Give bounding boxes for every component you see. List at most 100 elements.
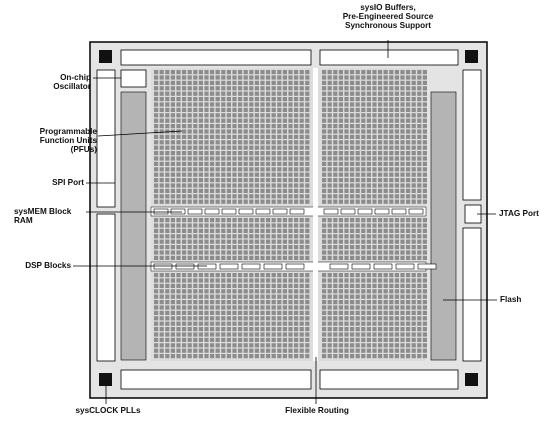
pfu-cell (361, 278, 366, 283)
pfu-cell (154, 178, 159, 183)
pfu-cell (322, 239, 327, 244)
pfu-cell (394, 199, 399, 204)
pfu-cell (238, 194, 243, 199)
pfu-cell (210, 172, 215, 177)
pfu-cell (389, 124, 394, 129)
pfu-cell (232, 86, 237, 91)
pfu-cell (417, 337, 422, 342)
pfu-cell (215, 278, 220, 283)
pfu-cell (282, 178, 287, 183)
pfu-cell (406, 278, 411, 283)
pfu-cell (176, 156, 181, 161)
pfu-cell (282, 161, 287, 166)
pfu-cell (327, 289, 332, 294)
pfu-cell (383, 156, 388, 161)
pfu-cell (372, 102, 377, 107)
pfu-cell (182, 80, 187, 85)
pfu-cell (344, 321, 349, 326)
pfu-cell (394, 172, 399, 177)
pfu-cell (215, 218, 220, 223)
pfu-cell (159, 86, 164, 91)
pfu-cell (154, 199, 159, 204)
pfu-cell (198, 97, 203, 102)
pfu-cell (372, 305, 377, 310)
pfu-cell (210, 161, 215, 166)
pfu-cell (355, 161, 360, 166)
pfu-cell (361, 151, 366, 156)
pfu-cell (372, 172, 377, 177)
pfu-cell (322, 218, 327, 223)
pfu-cell (355, 145, 360, 150)
pfu-cell (187, 161, 192, 166)
pfu-cell (277, 343, 282, 348)
pfu-cell (271, 354, 276, 359)
pfu-cell (221, 129, 226, 134)
pfu-cell (422, 140, 427, 145)
pfu-cell (288, 86, 293, 91)
pfu-cell (221, 310, 226, 315)
pfu-cell (333, 102, 338, 107)
pfu-cell (226, 245, 231, 250)
pfu-cell (154, 80, 159, 85)
pfu-cell (165, 80, 170, 85)
pfu-cell (232, 97, 237, 102)
pfu-cell (322, 310, 327, 315)
pfu-cell (299, 183, 304, 188)
pfu-cell (232, 118, 237, 123)
pfu-cell (165, 178, 170, 183)
pfu-cell (406, 80, 411, 85)
pfu-cell (243, 300, 248, 305)
pfu-cell (355, 194, 360, 199)
pfu-cell (198, 255, 203, 260)
pfu-cell (159, 199, 164, 204)
pfu-cell (411, 194, 416, 199)
pfu-cell (154, 305, 159, 310)
pfu-cell (277, 167, 282, 172)
pfu-cell (333, 107, 338, 112)
pfu-cell (249, 199, 254, 204)
pfu-cell (266, 294, 271, 299)
pfu-cell (198, 178, 203, 183)
pfu-cell (400, 316, 405, 321)
pfu-cell (333, 188, 338, 193)
pfu-cell (215, 172, 220, 177)
pfu-cell (204, 316, 209, 321)
pfu-cell (299, 172, 304, 177)
pfu-cell (170, 178, 175, 183)
pfu-cell (221, 228, 226, 233)
pfu-cell (165, 327, 170, 332)
pfu-cell (271, 273, 276, 278)
pfu-cell (226, 223, 231, 228)
pfu-cell (344, 178, 349, 183)
pfu-cell (299, 161, 304, 166)
pfu-cell (187, 156, 192, 161)
pfu-cell (193, 310, 198, 315)
pfu-cell (193, 167, 198, 172)
pfu-cell (406, 239, 411, 244)
pfu-cell (282, 145, 287, 150)
pfu-cell (215, 178, 220, 183)
pfu-cell (327, 151, 332, 156)
pfu-cell (378, 223, 383, 228)
pfu-cell (277, 278, 282, 283)
pfu-cell (383, 348, 388, 353)
pfu-cell (243, 102, 248, 107)
pfu-cell (159, 140, 164, 145)
pfu-cell (400, 294, 405, 299)
pfu-cell (266, 145, 271, 150)
pfu-cell (361, 239, 366, 244)
sysmem-block (374, 208, 390, 215)
pfu-cell (215, 118, 220, 123)
pfu-cell (271, 124, 276, 129)
pfu-cell (266, 278, 271, 283)
pfu-cell (400, 218, 405, 223)
pfu-cell (378, 239, 383, 244)
pfu-cell (154, 245, 159, 250)
pfu-cell (338, 86, 343, 91)
pfu-cell (182, 294, 187, 299)
pfu-cell (159, 188, 164, 193)
pfu-cell (411, 305, 416, 310)
pfu-cell (338, 156, 343, 161)
pfu-cell (355, 107, 360, 112)
pfu-cell (333, 300, 338, 305)
